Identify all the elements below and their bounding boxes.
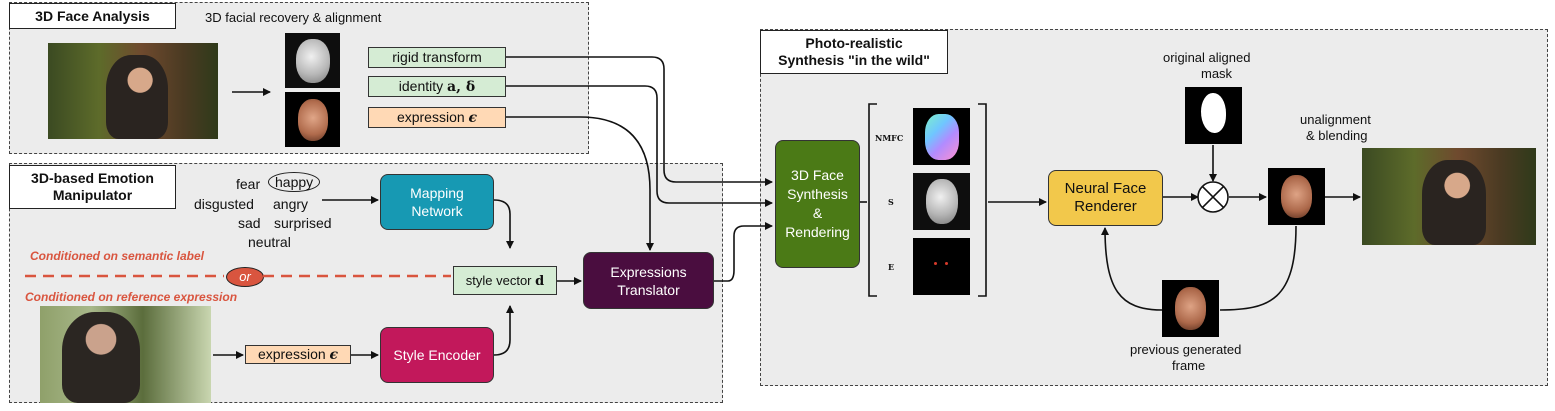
mask-label-line2: mask [1201,66,1233,81]
reference-expression-image [40,306,211,403]
synth-line4: Rendering [785,224,850,240]
eye-render-thumb [913,238,970,295]
arrow-encoder-to-style [493,305,514,356]
unalign-label-line1: unalignment [1300,112,1371,127]
style-vector-symbol: d [535,274,545,289]
condition-reference-label: Conditioned on reference expression [25,290,238,304]
synth-line3: & [812,205,823,221]
style-encoder-block: Style Encoder [380,327,494,383]
reference-expression-param: expression ϵ [245,345,351,364]
expression-param: expression ϵ [368,107,506,128]
reference-person [62,312,140,403]
identity-symbols: a, δ [447,79,476,95]
arrow-expression-to-translator [506,116,654,251]
emotion-fear: fear [236,176,261,192]
expression-symbol: ϵ [468,110,478,126]
emotion-manipulator-title: 3D-based Emotion Manipulator [9,165,176,209]
stack-label-e: E [888,262,895,272]
or-text: or [239,269,251,284]
arrow-translator-to-synth [714,222,773,282]
expressions-translator-block: Expressions Translator [583,252,714,309]
stack-bracket-right [978,103,987,297]
condition-semantic-label: Conditioned on semantic label [30,249,205,263]
emotion-happy: happy [268,172,321,192]
emotion-neutral: neutral [248,234,291,250]
emotion-disgusted: disgusted [194,196,254,212]
emotion-title-line1: 3D-based Emotion [31,170,154,186]
face-analysis-title: 3D Face Analysis [9,3,176,29]
prev-label-line2: frame [1172,358,1206,373]
blend-operator [1197,181,1229,213]
style-vector-box: style vector d [453,266,557,295]
emotion-title-line2: Manipulator [52,187,133,203]
expression-label: expression [396,109,465,125]
synth-line2: Synthesis [787,186,848,202]
synth-line1: 3D Face [791,167,844,183]
face-analysis-subtitle: 3D facial recovery & alignment [205,10,382,25]
stack-bracket-left [868,103,877,297]
arrow-rigid-to-synth [506,56,773,186]
aligned-face-thumb [285,92,340,147]
style-encoder-label: Style Encoder [393,347,481,363]
feedback-generated-to-prev [1219,225,1297,311]
synthesis-title-line1: Photo-realistic [805,35,903,51]
translator-line2: Translator [617,281,680,298]
renderer-line1: Neural Face [1064,180,1147,197]
3d-face-mesh-thumb [285,33,340,88]
prev-label-line1: previous generated [1130,342,1242,357]
stack-label-nmfc: NMFC [875,133,904,143]
nmfc-render-thumb [913,108,970,165]
style-vector-label: style vector [465,273,532,288]
emotion-surprised: surprised [274,215,332,231]
generated-face-thumb [1268,168,1325,225]
mapping-line2: Network [411,203,463,219]
previous-frame-thumb [1162,280,1219,337]
renderer-line2: Renderer [1074,198,1137,215]
shape-render-thumb [913,173,970,230]
arrow-mapping-to-style [493,199,514,249]
synthesis-title: Photo-realistic Synthesis "in the wild" [760,30,948,74]
stack-label-s: S [888,197,894,207]
synthesis-title-line2: Synthesis "in the wild" [778,52,930,68]
neural-face-renderer-block: Neural Face Renderer [1048,170,1163,226]
mapping-network-block: Mapping Network [380,174,494,230]
ref-expression-symbol: ϵ [329,347,339,363]
emotion-sad: sad [238,215,261,231]
arrow-identity-to-synth [506,85,773,207]
identity-param: identity a, δ [368,76,506,97]
translator-line1: Expressions [610,263,687,280]
arrow-prev-to-renderer [1101,227,1163,311]
unalign-label-line2: & blending [1306,128,1368,143]
source-person [106,55,168,139]
emotion-angry: angry [273,196,309,212]
aligned-mask-thumb [1185,87,1242,144]
source-video-frame [48,43,218,139]
rigid-transform-param: rigid transform [368,47,506,68]
final-person [1422,160,1486,245]
mapping-line1: Mapping [410,185,464,201]
3d-face-synthesis-block: 3D Face Synthesis & Rendering [775,140,860,268]
mask-label-line1: original aligned [1163,50,1251,65]
ref-expression-label: expression [257,346,326,362]
final-output-frame [1362,148,1536,245]
identity-label: identity [398,78,444,94]
